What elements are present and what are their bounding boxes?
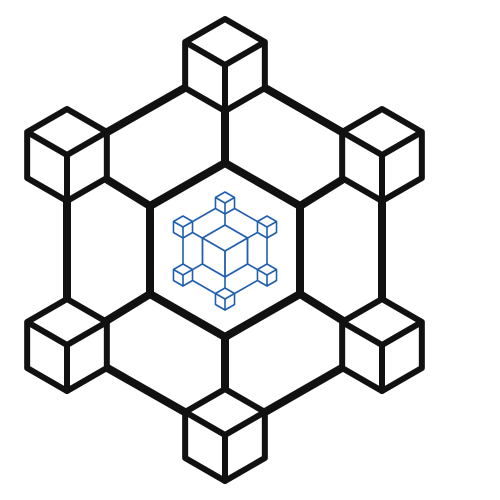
cluster-cube-icon xyxy=(172,215,194,239)
cube-bottom-icon xyxy=(182,386,268,484)
cluster-cube-icon xyxy=(172,263,194,287)
cluster-cube-icon xyxy=(214,287,236,311)
outer-cubes xyxy=(24,16,425,484)
cube-bottom-right-icon xyxy=(339,296,425,394)
cube-top-icon xyxy=(182,16,268,114)
cluster-cube-icon xyxy=(256,263,278,287)
cube-top-left-icon xyxy=(24,106,110,204)
cluster-cube-icon xyxy=(256,215,278,239)
blockchain-cluster-icon xyxy=(172,191,278,311)
cube-top-right-icon xyxy=(339,106,425,204)
cluster-center-cube-icon xyxy=(201,224,249,278)
cube-bottom-left-icon xyxy=(24,296,110,394)
cluster-cube-icon xyxy=(214,191,236,215)
